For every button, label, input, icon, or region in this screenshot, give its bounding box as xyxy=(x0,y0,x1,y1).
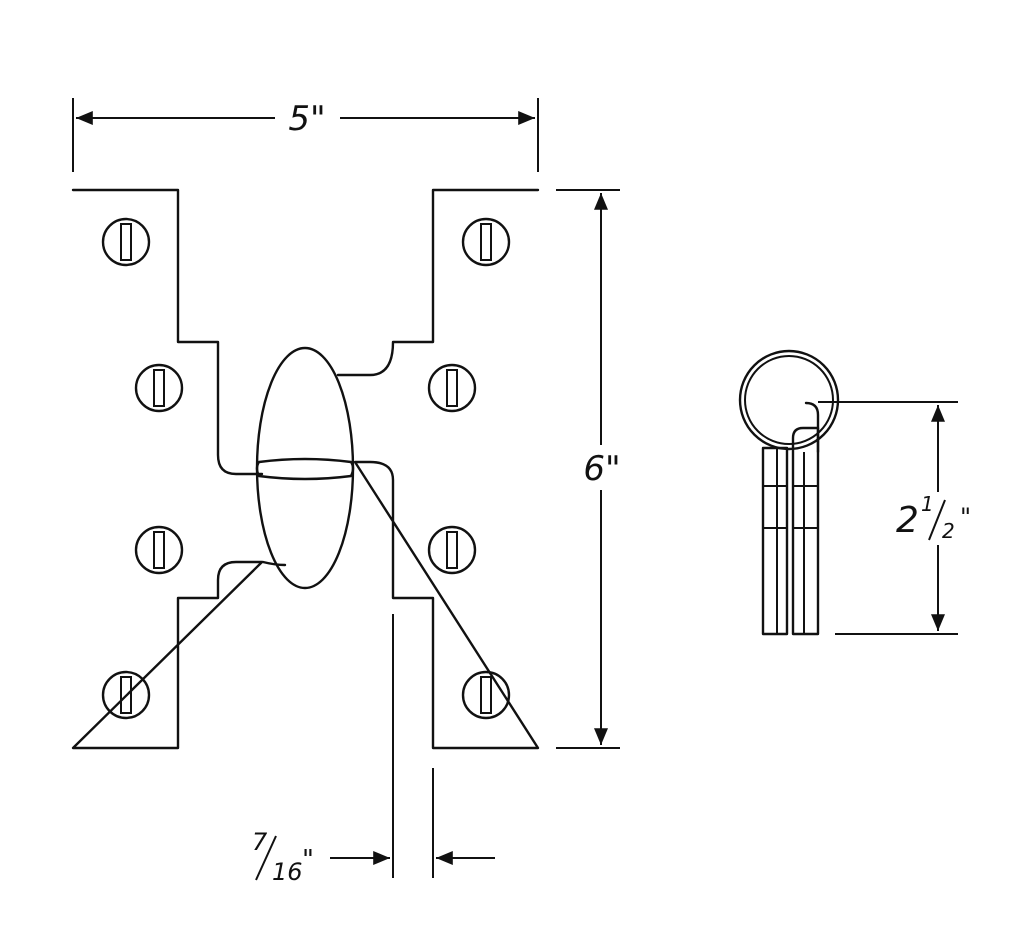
height-dimension: 6" xyxy=(556,189,621,749)
screw-bottom-right xyxy=(461,670,511,720)
left-leaf xyxy=(71,188,264,750)
side-inch-mark: " xyxy=(960,503,971,531)
knuckle-inch-mark: " xyxy=(302,845,314,875)
screw-bottom-left xyxy=(101,670,151,720)
side-whole: 2 xyxy=(896,500,919,541)
screw-mid-upper-right xyxy=(427,363,477,413)
side-knuckle-outer xyxy=(738,349,840,451)
side-label: 2 1 2 " xyxy=(896,492,971,543)
knuckle-barrel xyxy=(255,346,355,590)
knuckle-denominator: 16 xyxy=(272,858,303,886)
hinge-side-view xyxy=(738,349,840,636)
screw-mid-lower-right xyxy=(427,525,477,575)
width-dimension: 5" xyxy=(72,98,539,172)
screw-top-left xyxy=(101,217,151,267)
height-label: 6" xyxy=(583,449,620,489)
screw-top-right xyxy=(461,217,511,267)
side-right-plate xyxy=(791,426,820,636)
side-dimension: 2 1 2 " xyxy=(818,401,971,635)
right-leaf xyxy=(336,188,540,750)
side-numerator: 1 xyxy=(921,492,934,516)
knuckle-neck xyxy=(261,560,287,567)
knuckle-band xyxy=(255,457,355,481)
knuckle-numerator: 7 xyxy=(252,828,268,856)
side-knuckle-slot xyxy=(804,401,820,454)
knuckle-label: 7 16 " xyxy=(252,828,314,886)
width-label: 5" xyxy=(288,99,325,139)
side-left-plate xyxy=(761,446,789,636)
hinge-front-view xyxy=(71,188,540,750)
side-denominator: 2 xyxy=(942,519,955,543)
screw-mid-lower-left xyxy=(134,525,184,575)
knuckle-dimension: 7 16 " xyxy=(252,614,495,886)
side-knuckle-inner xyxy=(744,355,834,445)
screw-mid-upper-left xyxy=(134,363,184,413)
